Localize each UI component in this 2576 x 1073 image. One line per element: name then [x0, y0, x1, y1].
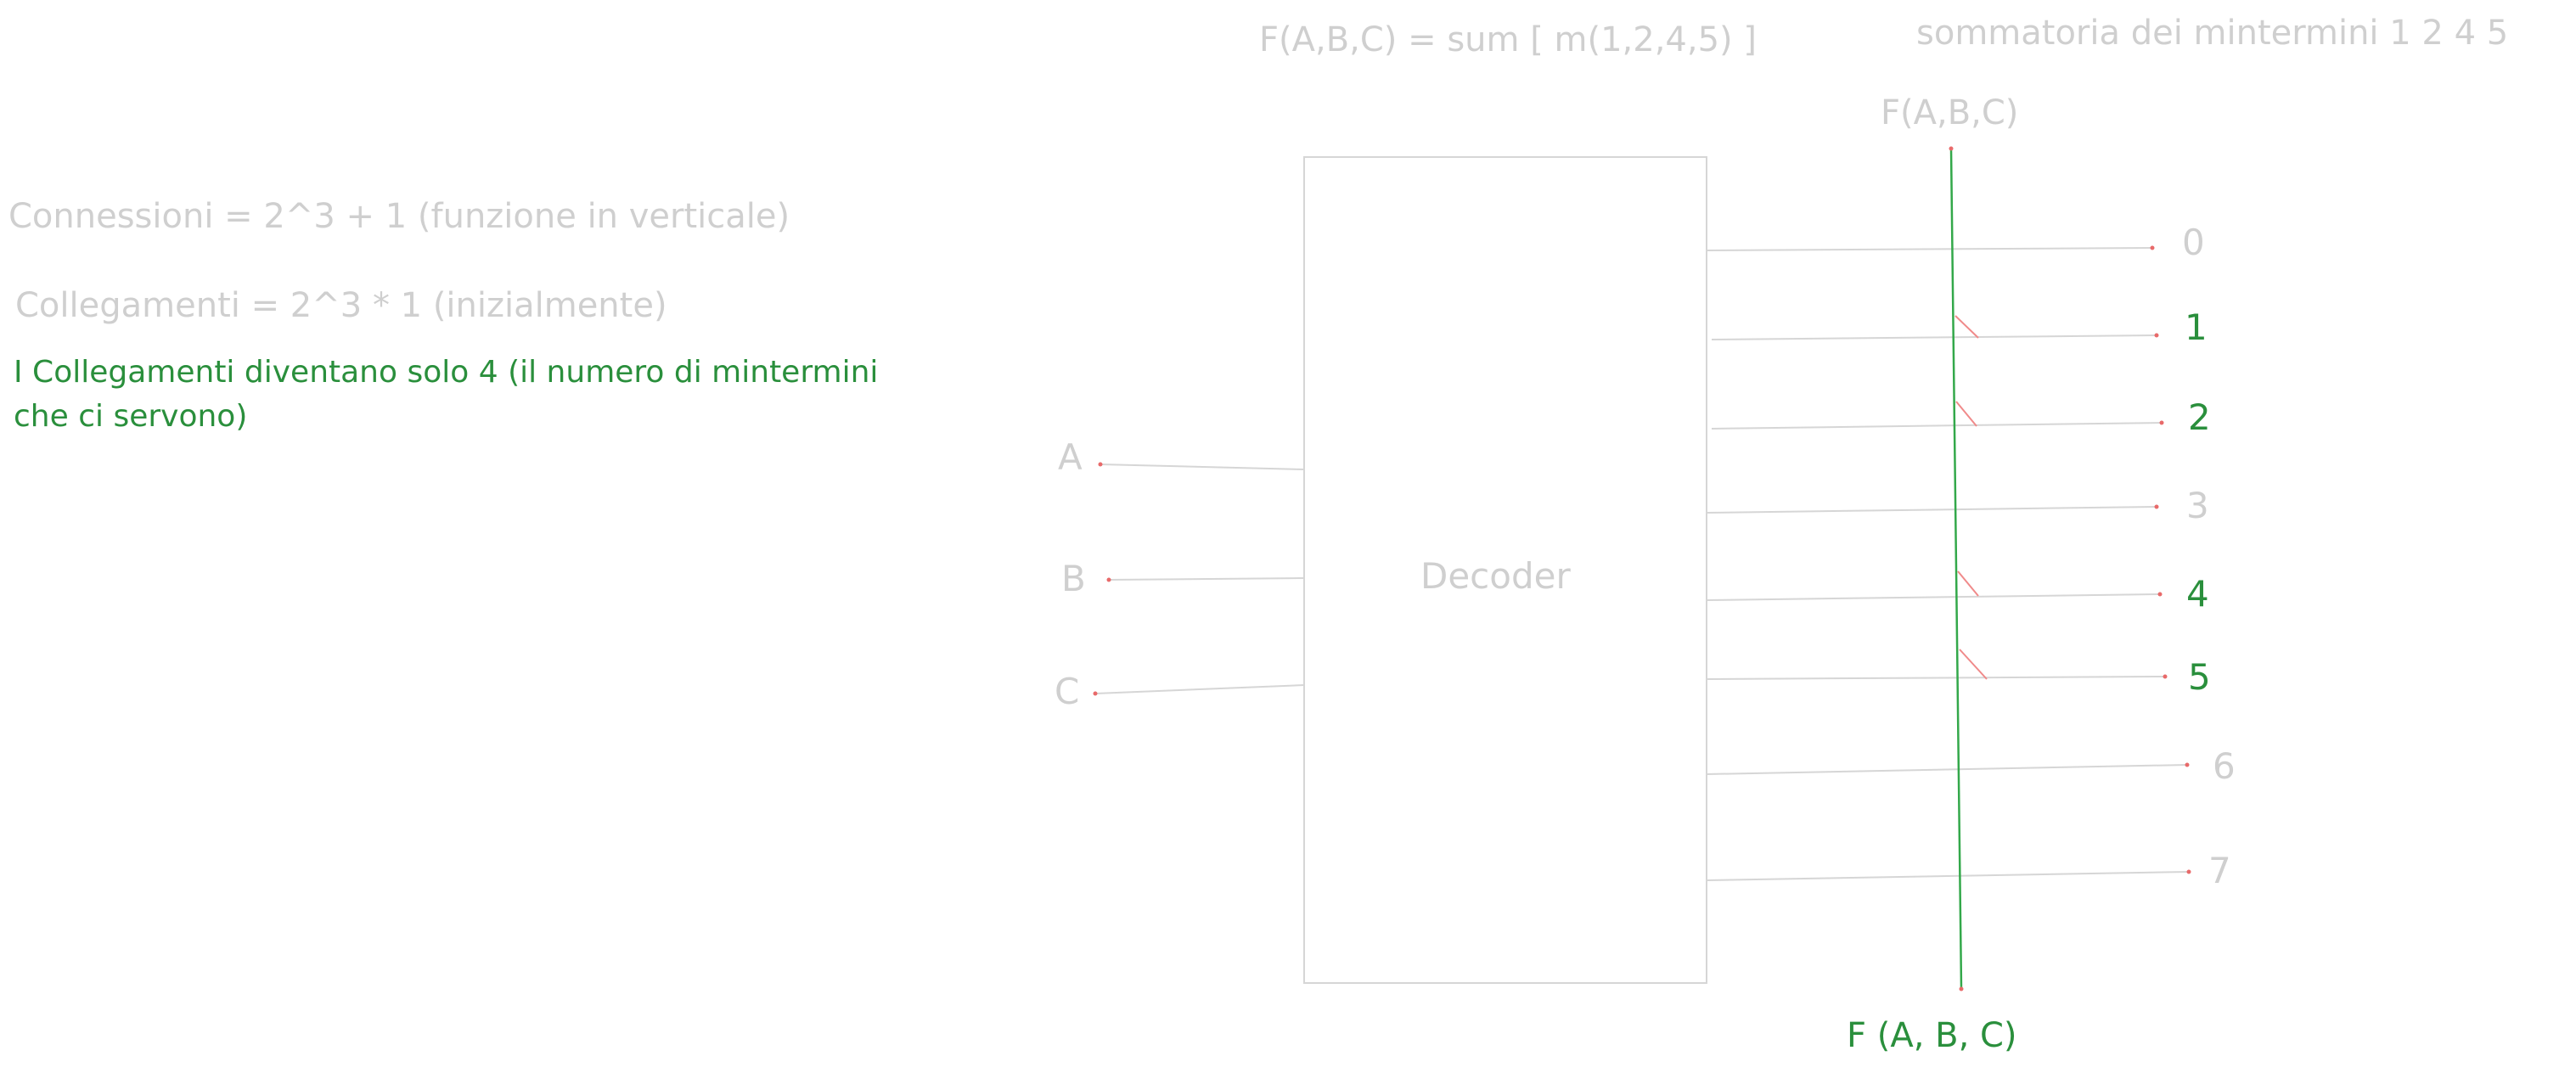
input-line-a — [1100, 463, 1305, 470]
minterm-connections — [1954, 315, 1988, 680]
output-label-4: 4 — [2186, 573, 2209, 615]
output-label-6: 6 — [2213, 745, 2236, 787]
output-label-0: 0 — [2182, 222, 2205, 263]
input-endpoint-b — [1106, 577, 1111, 582]
output-line-1 — [1711, 334, 2157, 340]
function-bus-top-label: F(A,B,C) — [1881, 93, 2018, 132]
output-label-5: 5 — [2188, 656, 2211, 698]
output-line-4 — [1706, 593, 2161, 601]
output-line-2 — [1711, 422, 2163, 430]
note-highlight-line2: che ci servono) — [14, 399, 247, 434]
connection-mark-2 — [1955, 401, 1977, 427]
output-line-7 — [1706, 871, 2190, 881]
input-endpoint-c — [1093, 691, 1098, 696]
decoder-box — [1303, 156, 1707, 984]
output-endpoint-5 — [2163, 674, 2168, 679]
output-line-3 — [1706, 506, 2157, 514]
decoder-outputs: 0 1 2 3 4 5 6 7 — [1706, 222, 2236, 891]
output-endpoint-1 — [2154, 333, 2159, 338]
function-bus-bottom-endpoint — [1959, 986, 1964, 992]
output-endpoint-4 — [2157, 592, 2163, 597]
connection-mark-5 — [1959, 649, 1988, 680]
output-label-2: 2 — [2188, 396, 2211, 438]
output-endpoint-6 — [2185, 762, 2190, 767]
input-label-b: B — [1061, 558, 1086, 599]
output-endpoint-2 — [2159, 420, 2164, 425]
input-label-c: C — [1055, 671, 1079, 712]
output-label-1: 1 — [2185, 306, 2208, 348]
function-bus-bottom-label: F (A, B, C) — [1847, 1016, 2017, 1055]
input-line-c — [1094, 684, 1305, 694]
function-bus-top-endpoint — [1949, 146, 1954, 151]
output-label-7: 7 — [2208, 850, 2231, 891]
output-endpoint-0 — [2150, 245, 2155, 250]
note-collegamenti: Collegamenti = 2^3 * 1 (inizialmente) — [15, 286, 667, 325]
decoder-label: Decoder — [1420, 555, 1571, 597]
header-description: sommatoria dei mintermini 1 2 4 5 — [1916, 14, 2508, 53]
output-endpoint-7 — [2186, 869, 2191, 874]
input-line-b — [1108, 577, 1305, 581]
output-line-0 — [1706, 247, 2153, 251]
output-line-6 — [1706, 764, 2188, 775]
output-endpoint-3 — [2154, 504, 2159, 509]
connection-mark-1 — [1954, 315, 1979, 339]
function-bus-line — [1949, 148, 1963, 990]
header-formula: F(A,B,C) = sum [ m(1,2,4,5) ] — [1259, 20, 1757, 59]
note-highlight-line1: I Collegamenti diventano solo 4 (il nume… — [14, 355, 878, 390]
function-bus: F(A,B,C) F (A, B, C) — [1847, 93, 2018, 1055]
connection-mark-4 — [1957, 570, 1979, 597]
output-line-5 — [1706, 676, 2166, 680]
input-endpoint-a — [1098, 462, 1103, 467]
decoder-inputs: A B C — [1055, 436, 1305, 712]
input-label-a: A — [1058, 436, 1083, 478]
output-label-3: 3 — [2186, 485, 2209, 526]
note-connessioni: Connessioni = 2^3 + 1 (funzione in verti… — [8, 197, 790, 236]
